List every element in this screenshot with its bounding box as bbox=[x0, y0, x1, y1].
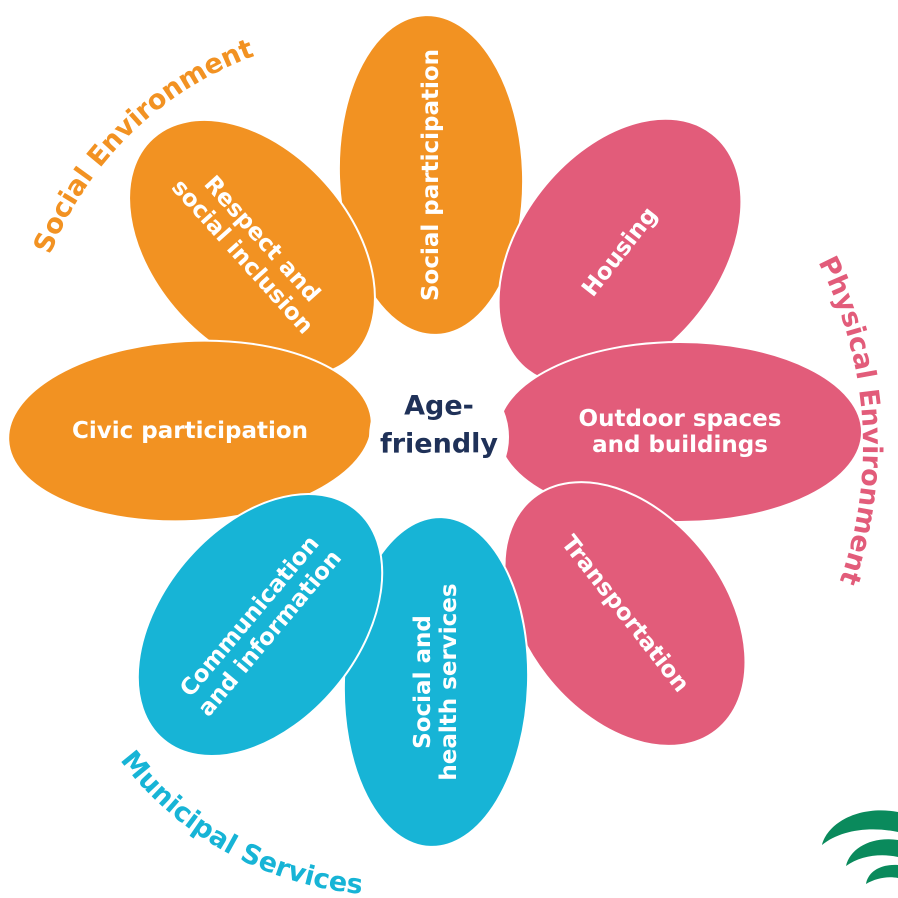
petal-shape-social-participation bbox=[337, 14, 525, 336]
petals-layer: Social participation Respect andsocial in… bbox=[7, 14, 863, 848]
petal-label-line: and buildings bbox=[592, 432, 768, 458]
petal-label-line: health services bbox=[436, 583, 462, 780]
petal-shape-housing bbox=[497, 117, 743, 387]
center-label-line1: Age- bbox=[404, 391, 474, 422]
petal-label-line: Social participation bbox=[418, 49, 444, 301]
petal-shape-communication-information bbox=[136, 492, 384, 758]
petal-label-civic-participation: Civic participation bbox=[72, 418, 308, 444]
petal-shape-respect-social-inclusion bbox=[128, 118, 376, 378]
petal-respect-social-inclusion: Respect andsocial inclusion bbox=[128, 118, 376, 378]
petal-civic-participation: Civic participation bbox=[7, 339, 373, 523]
petal-shape-transportation bbox=[503, 481, 747, 747]
petal-housing: Housing bbox=[497, 117, 743, 387]
center-label-line2: friendly bbox=[380, 429, 498, 460]
petal-social-participation: Social participation bbox=[337, 14, 525, 336]
partial-logo bbox=[822, 810, 898, 884]
petal-communication-information: Communicationand information bbox=[136, 492, 384, 758]
petal-label-line: Civic participation bbox=[72, 418, 308, 444]
group-label-municipal-services: Municipal Services bbox=[114, 745, 364, 898]
petal-transportation: Transportation bbox=[503, 481, 747, 747]
petal-shape-social-health-services bbox=[342, 516, 530, 848]
petal-label-line: Social and bbox=[409, 615, 435, 749]
petal-label-social-health-services: Social andhealth services bbox=[409, 583, 461, 780]
petal-social-health-services: Social andhealth services bbox=[342, 516, 530, 848]
petal-label-line: Outdoor spaces bbox=[579, 405, 782, 431]
petal-label-social-participation: Social participation bbox=[418, 49, 444, 301]
center-circle: Age- friendly bbox=[369, 367, 509, 507]
